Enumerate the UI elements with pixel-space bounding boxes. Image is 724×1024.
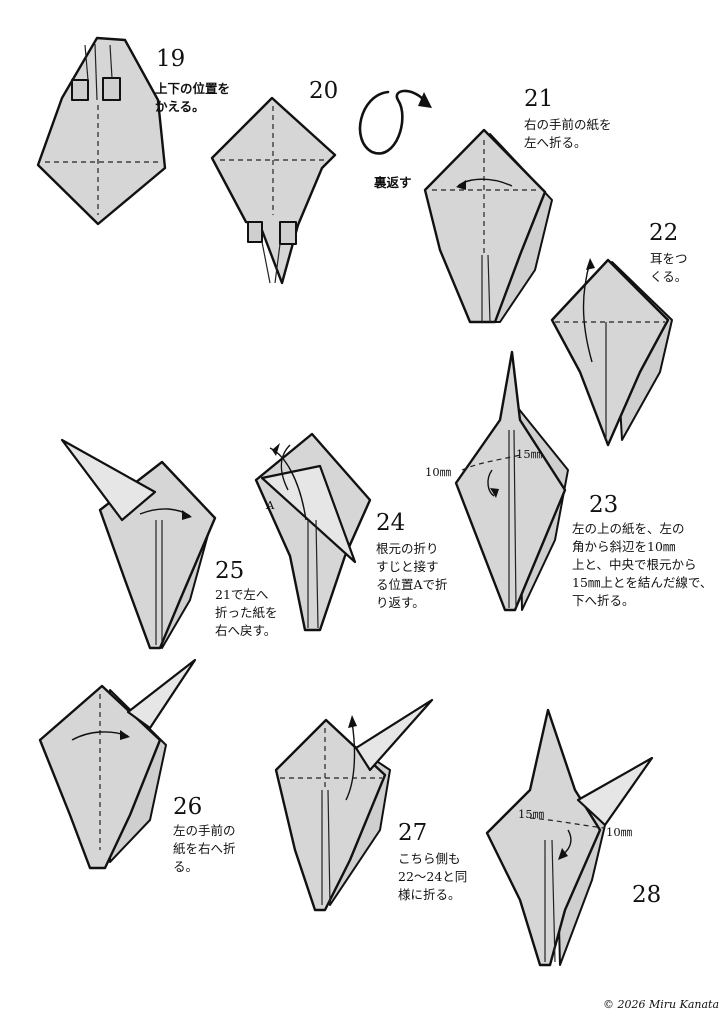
step-26-number: 26 — [173, 794, 203, 820]
step-23-number: 23 — [589, 492, 619, 518]
step-25-instruction: 21で左へ 折った紙を 右へ戻す。 — [215, 587, 278, 638]
step-21-number: 21 — [524, 86, 554, 112]
step-22-instruction: 耳をつ くる。 — [650, 251, 688, 284]
step-23-figure — [454, 350, 569, 612]
step-27-instruction: こちら側も 22〜24と同 様に折る。 — [398, 851, 468, 902]
step-20-figure — [210, 96, 337, 285]
step-20-number: 20 — [309, 78, 339, 104]
step-24-number: 24 — [376, 510, 406, 536]
step-27-number: 27 — [398, 820, 428, 846]
step-28-label-10mm: 10㎜ — [606, 825, 633, 839]
flip-over-symbol — [358, 89, 432, 155]
step-24-point-label: A — [266, 498, 275, 512]
step-26-instruction: 左の手前の 紙を右へ折 る。 — [173, 823, 236, 874]
step-26-figure — [38, 658, 197, 870]
step-21-figure — [423, 128, 553, 324]
step-23-label-15mm: 15㎜ — [516, 447, 543, 461]
step-24-instruction: 根元の折り すじと接す る位置Aで折 り返す。 — [376, 541, 448, 610]
step-25-number: 25 — [215, 558, 245, 584]
step-24-figure — [254, 432, 372, 632]
step-23-instruction: 左の上の紙を、左の 角から斜辺を10㎜ 上と、中央で根元から 15㎜上とを結んだ… — [572, 521, 713, 608]
step-21-instruction: 右の手前の紙を 左へ折る。 — [524, 117, 612, 150]
step-27-figure — [274, 698, 434, 912]
step-23-label-10mm: 10㎜ — [425, 465, 452, 479]
step-28-number: 28 — [632, 882, 662, 908]
step-28-label-15mm: 15㎜ — [518, 807, 545, 821]
step-22-figure — [550, 258, 673, 447]
step-19-number: 19 — [156, 46, 186, 72]
step-19-figure — [36, 36, 167, 226]
copyright-notice: © 2026 Miru Kanata — [603, 998, 720, 1011]
step-20-instruction: 裏返す — [374, 175, 412, 190]
step-19-instruction: 上下の位置を かえる。 — [155, 81, 231, 114]
step-25-figure — [60, 438, 217, 650]
step-28-figure — [485, 708, 654, 967]
step-22-number: 22 — [649, 220, 679, 246]
